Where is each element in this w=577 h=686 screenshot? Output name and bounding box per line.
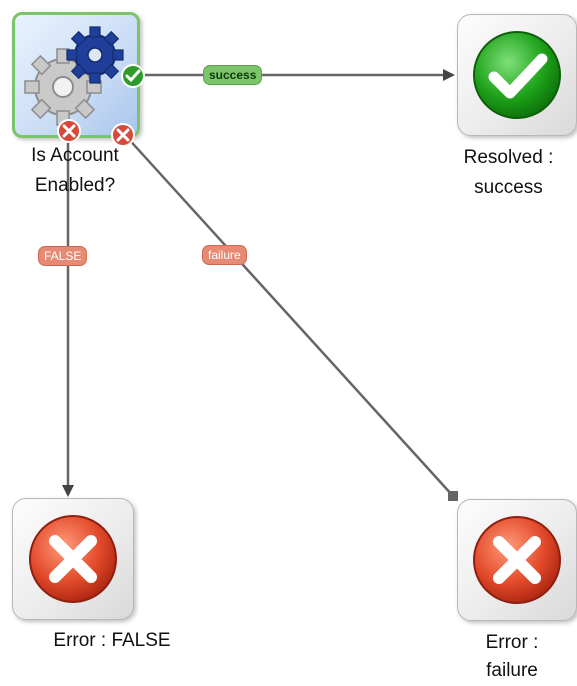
edge-label-failure[interactable]: failure: [202, 245, 247, 265]
node-resolved-success[interactable]: [457, 14, 577, 136]
gears-icon: [24, 26, 124, 126]
node-label-start-line2: Enabled?: [34, 175, 116, 196]
edge-failure-line[interactable]: [124, 134, 454, 497]
edge-label-success[interactable]: success: [203, 65, 263, 85]
error-x-icon: [29, 515, 117, 603]
false-port-icon[interactable]: [56, 118, 82, 144]
node-error-false[interactable]: [12, 498, 134, 620]
node-is-account-enabled[interactable]: [12, 12, 140, 138]
success-port-icon[interactable]: [120, 63, 146, 89]
edge-label-false[interactable]: FALSE: [38, 246, 88, 266]
error-x-icon: [473, 516, 561, 604]
node-label-error-failure-line1: Error :: [485, 632, 539, 653]
failure-port-icon[interactable]: [110, 122, 136, 148]
node-label-error-failure-line2: failure: [486, 660, 538, 681]
node-label-start-line1: Is Account: [31, 145, 119, 166]
checkmark-icon: [473, 31, 561, 119]
node-label-resolved-line1: Resolved :: [463, 147, 554, 168]
node-error-failure[interactable]: [457, 499, 577, 621]
edge-failure-endpoint: [448, 491, 458, 501]
node-label-resolved-line2: success: [474, 177, 543, 198]
node-label-error-false: Error : FALSE: [53, 630, 171, 651]
